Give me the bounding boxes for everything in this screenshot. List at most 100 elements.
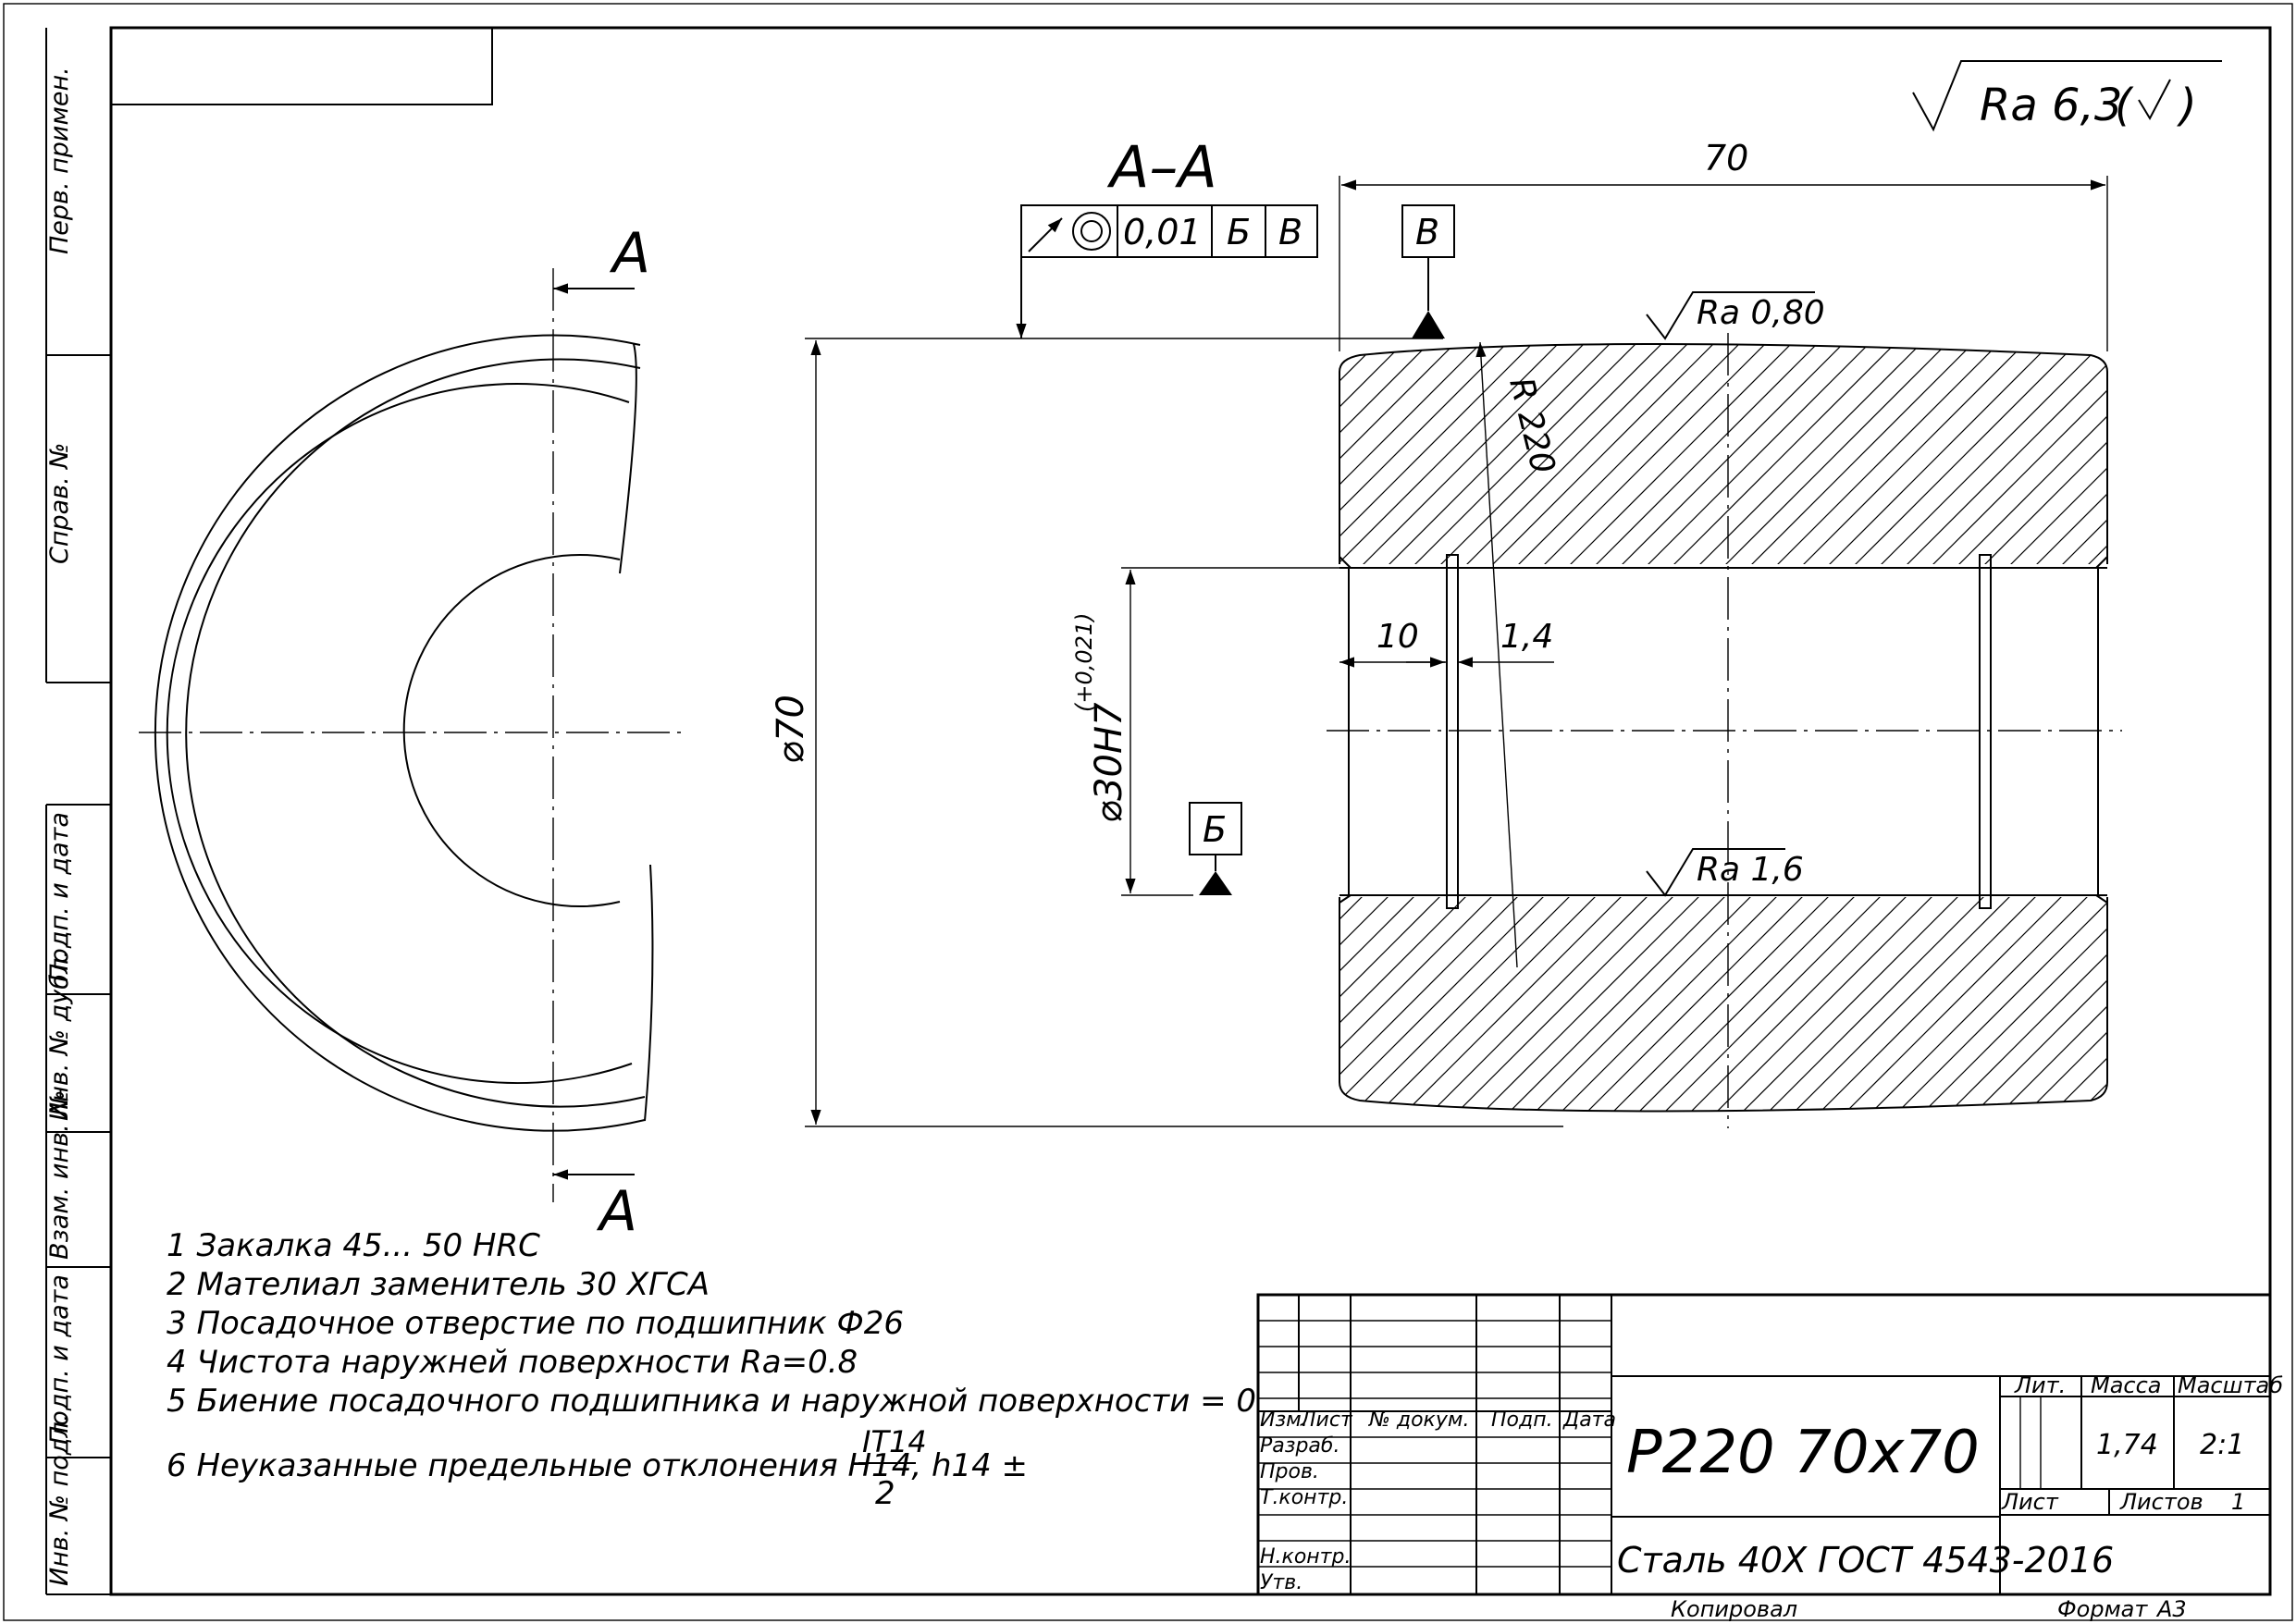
hatch-line (2287, 324, 2296, 573)
hatch-line (1871, 344, 2107, 564)
hatch-line (1794, 344, 2045, 564)
hatch-line (2235, 324, 2296, 573)
tb-col-list: Лист (1300, 1409, 1353, 1432)
lower-profile (1339, 897, 2108, 1113)
hatch-line (1405, 344, 1657, 564)
side-podp-data-2: Подп. и дата (45, 1274, 74, 1445)
hatch-line (1949, 897, 2107, 1112)
tb-sheets-label: Листов (2119, 1489, 2203, 1515)
hatch-upper (1018, 324, 2296, 573)
hatch-line (1018, 324, 1267, 573)
hatch-line (1742, 344, 1994, 564)
hatch-line (1339, 897, 1398, 1112)
hatch-line (1690, 344, 1942, 564)
hatch-line (2027, 344, 2107, 564)
side-podp-data-1: Подп. и дата (45, 812, 74, 982)
hatch-line (2261, 324, 2296, 573)
tb-row-prov: Пров. (1260, 1460, 1319, 1483)
datum-bottom-letter: Б (1203, 809, 1227, 850)
hatch-line (1975, 344, 2107, 564)
general-roughness-paren-open: ( (2115, 80, 2134, 131)
hatch-line (1339, 344, 1579, 564)
hatch-line (1339, 344, 1450, 564)
hatch-line (1949, 344, 2107, 564)
hatch-line (1794, 897, 2045, 1112)
copied-label: Копировал (1671, 1596, 1797, 1622)
hatch-line (1043, 888, 1293, 1138)
datum-top-letter: В (1415, 212, 1439, 252)
side-sprav-no: Справ. № (45, 443, 74, 564)
hatch-line (1612, 897, 1864, 1112)
tolerance-value: 0,01 (1123, 212, 1202, 252)
note-5: 5 Биение посадочного подшипника и наружн… (167, 1383, 1256, 1420)
tb-mass-header: Масса (2091, 1372, 2162, 1398)
hatch-line (1069, 324, 1319, 573)
hatch-line (1638, 897, 1890, 1112)
outer-border (3, 3, 2293, 1621)
hatch-line (2183, 888, 2296, 1138)
side-perv-primen: Перв. примен. (45, 67, 74, 254)
hatch-line (1975, 897, 2107, 1112)
section-view: А–А (1018, 133, 2296, 1138)
hatch-line (1923, 897, 2107, 1112)
note-3: 3 Посадочное отверстие по подшипник Ф26 (167, 1305, 904, 1342)
dimensions: 70 ⌀70 ⌀30H7 (+0,021) R 220 10 1,4 (770, 138, 2108, 1127)
dim-radius: R 220 (1501, 374, 1562, 477)
side-view: А А (139, 221, 688, 1244)
hatch-line (2235, 888, 2296, 1138)
hatch-line (1742, 897, 1994, 1112)
hatch-line (1339, 344, 1475, 564)
hatch-line (1339, 897, 1450, 1112)
hatch-line (1069, 888, 1319, 1138)
hatch-line (2287, 888, 2296, 1138)
hatch-line (1612, 344, 1864, 564)
hatch-line (1018, 888, 1267, 1138)
hatch-line (1339, 897, 1475, 1112)
side-inv-podl: Инв. № подл. (45, 1414, 74, 1586)
hatch-line (2261, 888, 2296, 1138)
hatch-line (1535, 344, 1786, 564)
hatch-line (2105, 897, 2107, 1112)
hatch-line (1820, 897, 2071, 1112)
hatch-line (1690, 897, 1942, 1112)
hatch-line (1339, 344, 1346, 564)
hatch-line (1431, 897, 1683, 1112)
hatch-line (1716, 344, 1968, 564)
roughness-bore: Ra 1,6 (1646, 848, 1804, 897)
hatch-line (1768, 897, 2019, 1112)
hatch-line (1457, 897, 1709, 1112)
tb-mass-value: 1,74 (2096, 1429, 2158, 1461)
hatch-line (1339, 344, 1398, 564)
hatch-line (1339, 897, 1346, 1112)
hatch-line (1897, 897, 2107, 1112)
hatch-line (1339, 344, 1424, 564)
roughness-outer-value: Ra 0,80 (1697, 294, 1825, 332)
roughness-outer: Ra 0,80 (1646, 291, 1825, 340)
hatch-line (2001, 897, 2107, 1112)
dim-length: 70 (1704, 138, 1748, 178)
hatch-line (1871, 897, 2107, 1112)
tb-scale-header: Масштаб (2178, 1372, 2283, 1398)
tb-col-doc: № докум. (1368, 1409, 1469, 1432)
general-roughness-paren-close: ) (2177, 80, 2197, 131)
format-label: Формат (2057, 1596, 2148, 1622)
hatch-line (1339, 897, 1527, 1112)
hatch-line (1561, 344, 1812, 564)
hatch-line (1820, 344, 2071, 564)
datum-top: В (1401, 204, 1455, 338)
groove-right (1979, 554, 1992, 909)
hatch-line (2079, 897, 2107, 1112)
hatch-line (1431, 344, 1683, 564)
hatch-line (1638, 344, 1890, 564)
upper-profile (1339, 343, 2108, 564)
note-6: 6 Неуказанные предельные отклонения H14,… (167, 1447, 1028, 1484)
hatch-line (1923, 344, 2107, 564)
hatch-line (1483, 344, 1734, 564)
hatch-line (1664, 897, 1916, 1112)
hatch-line (2105, 344, 2107, 564)
technical-notes: 1 Закалка 45... 50 HRC 2 Мателиал замени… (167, 1227, 1256, 1512)
side-vzam-inv: Взам. инв. № (45, 1090, 74, 1260)
hatch-line (1353, 344, 1605, 564)
hatch-line (1379, 344, 1631, 564)
